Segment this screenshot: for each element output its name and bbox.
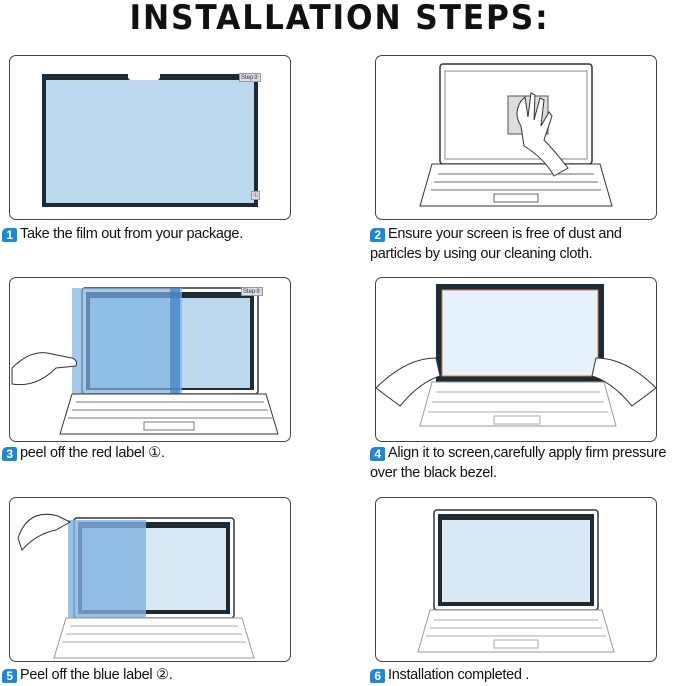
peel-red-label-image: [11, 287, 279, 435]
step-text: Peel off the blue label ②.: [20, 667, 173, 683]
page-title: INSTALLATION STEPS:: [129, 0, 550, 38]
step-4-illustration: [375, 277, 657, 442]
step-text: peel off the red label ①.: [20, 445, 165, 461]
step-number-badge: 6: [370, 669, 385, 683]
step-3-illustration: Step②: [9, 277, 291, 442]
step-text: Ensure your screen is free of dust and p…: [370, 226, 622, 262]
step-5-illustration: [9, 497, 291, 662]
step-1-illustration: Step② ①: [9, 55, 291, 220]
step-number-badge: 1: [2, 228, 17, 242]
step-number-badge: 4: [370, 447, 385, 461]
film-step-tag: Step②: [239, 73, 261, 82]
step-2-illustration: [375, 55, 657, 220]
step-6-illustration: [375, 497, 657, 662]
laptop-cleaning-image: [419, 63, 613, 207]
step-number-badge: 5: [2, 669, 17, 683]
film-step-tag: Step②: [241, 287, 263, 296]
peel-blue-label-image: [17, 513, 255, 659]
step-number-badge: 3: [2, 447, 17, 461]
step-text: Align it to screen,carefully apply firm …: [370, 445, 667, 481]
privacy-film-image: [42, 74, 258, 207]
film-red-tag: ①: [251, 191, 261, 200]
step-text: Installation completed .: [388, 667, 530, 683]
step-text: Take the film out from your package.: [20, 226, 243, 242]
step-number-badge: 2: [370, 228, 385, 242]
installed-laptop-image: [417, 509, 615, 653]
align-film-image: [376, 284, 656, 427]
